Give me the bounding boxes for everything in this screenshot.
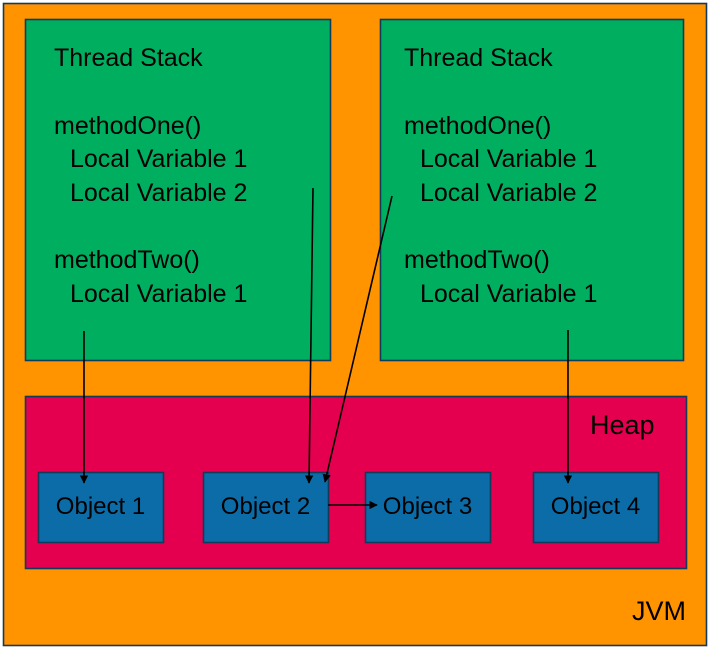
object-4-box — [532, 471, 660, 544]
object-2-box — [202, 471, 330, 544]
arrow-right-stack-to-object-2 — [322, 195, 393, 483]
object-3-box — [364, 471, 492, 544]
arrow-left-stack-to-object-2 — [304, 187, 314, 484]
thread-stack-right-box — [379, 18, 685, 362]
object-1-box — [37, 471, 165, 544]
thread-stack-left-box — [24, 18, 332, 362]
